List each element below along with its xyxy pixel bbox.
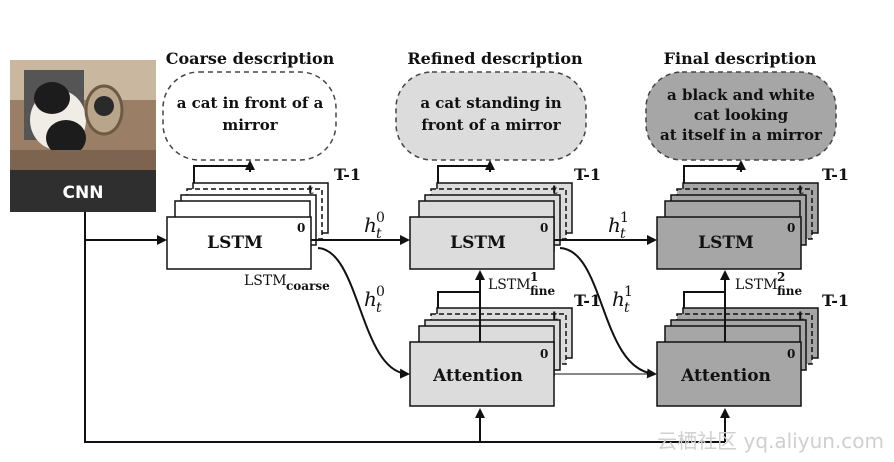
svg-text:h: h [612, 287, 625, 311]
input-image [10, 60, 156, 170]
lstm-fine2-tminus1: T-1 [822, 165, 849, 184]
lstm-fine1-tminus1: T-1 [574, 165, 601, 184]
svg-text:0: 0 [376, 284, 385, 300]
lstm-coarse-t: t [308, 183, 314, 197]
svg-text:2: 2 [777, 270, 785, 284]
lstm-coarse-label: LSTM [207, 233, 263, 253]
lstm-coarse-stack: LSTM 0 t T-1 [166, 165, 361, 270]
svg-text:1: 1 [624, 284, 633, 300]
attention-fine2-stack: Attention 0 t T-1 [656, 291, 849, 407]
lstm-fine1-stack: LSTM 0 t T-1 [409, 165, 601, 270]
lstm-fine2-stack: LSTM 0 t T-1 [656, 165, 849, 270]
connections [84, 160, 746, 443]
attention-fine1-zero: 0 [540, 347, 548, 361]
svg-text:t: t [376, 226, 382, 242]
edge-label-h-fine1-lstm: h t 1 [608, 210, 629, 242]
bubble-coarse-line-2: mirror [222, 116, 278, 134]
svg-text:h: h [608, 213, 621, 237]
lstm-coarse-to-attention-fine1-arrow [317, 247, 410, 379]
stage-label-lstm-fine2: LSTM 2 fine [735, 270, 802, 298]
svg-text:t: t [620, 226, 626, 242]
attention-fine1-stack: Attention 0 t T-1 [409, 291, 601, 407]
heading-coarse: Coarse description [166, 49, 335, 68]
bubble-refined: a cat standing in front of a mirror [395, 71, 587, 161]
svg-text:fine: fine [777, 284, 802, 298]
bubble-final-line-3: at itself in a mirror [660, 126, 823, 144]
svg-text:LSTM: LSTM [244, 273, 287, 289]
edge-label-h-fine1-attn: h t 1 [612, 284, 633, 316]
heading-refined: Refined description [407, 49, 583, 68]
cnn-bottom-line [84, 212, 725, 443]
lstm-fine1-top-line [437, 165, 490, 183]
edge-label-h-coarse-lstm: h t 0 [364, 210, 385, 242]
stage-label-lstm-fine1: LSTM 1 fine [488, 270, 555, 298]
cnn-label: CNN [63, 183, 104, 203]
bubble-refined-line-1: a cat standing in [420, 94, 561, 112]
attention-fine1-tminus1: T-1 [574, 291, 601, 310]
bubble-final-line-1: a black and white [667, 86, 815, 104]
lstm-coarse-zero: 0 [297, 221, 305, 235]
edge-label-h-coarse-attn: h t 0 [364, 284, 385, 316]
svg-text:fine: fine [530, 284, 555, 298]
heading-final: Final description [664, 49, 817, 68]
lstm-coarse-top-line [193, 162, 251, 183]
attention-fine1-top-line [437, 291, 480, 308]
lstm-fine1-t: t [552, 183, 558, 197]
bubble-refined-line-2: front of a mirror [421, 116, 561, 134]
lstm-fine1-to-attention-fine2-arrow [559, 247, 657, 379]
attention-fine2-top-line [683, 291, 725, 308]
watermark: 云栖社区 yq.aliyun.com [657, 429, 884, 453]
lstm-fine2-zero: 0 [787, 221, 795, 235]
svg-text:0: 0 [376, 210, 385, 226]
attention-fine1-label: Attention [432, 366, 523, 386]
svg-text:t: t [624, 300, 630, 316]
stage-label-lstm-coarse: LSTM coarse [244, 273, 330, 293]
bubble-coarse: a cat in front of a mirror [162, 71, 337, 161]
svg-text:coarse: coarse [286, 279, 330, 293]
lstm-fine1-label: LSTM [450, 233, 506, 253]
lstm-fine2-t: t [798, 183, 804, 197]
attention-fine1-t: t [552, 309, 558, 323]
svg-text:1: 1 [530, 270, 538, 284]
lstm-fine2-top-line [683, 165, 741, 183]
attention-fine2-zero: 0 [787, 347, 795, 361]
lstm-coarse-tminus1: T-1 [334, 165, 361, 184]
attention-fine2-t: t [798, 309, 804, 323]
svg-text:h: h [364, 213, 377, 237]
svg-text:LSTM: LSTM [488, 277, 531, 293]
svg-text:LSTM: LSTM [735, 277, 778, 293]
svg-text:h: h [364, 287, 377, 311]
svg-text:1: 1 [620, 210, 629, 226]
attention-fine2-label: Attention [680, 366, 771, 386]
bubble-final-line-2: cat looking [694, 106, 789, 124]
svg-text:t: t [376, 300, 382, 316]
cnn-block: CNN [10, 170, 156, 212]
bubble-final: a black and white cat looking at itself … [645, 71, 837, 161]
bubble-coarse-line-1: a cat in front of a [177, 94, 324, 112]
attention-fine2-tminus1: T-1 [822, 291, 849, 310]
lstm-fine1-zero: 0 [540, 221, 548, 235]
lstm-fine2-label: LSTM [698, 233, 754, 253]
